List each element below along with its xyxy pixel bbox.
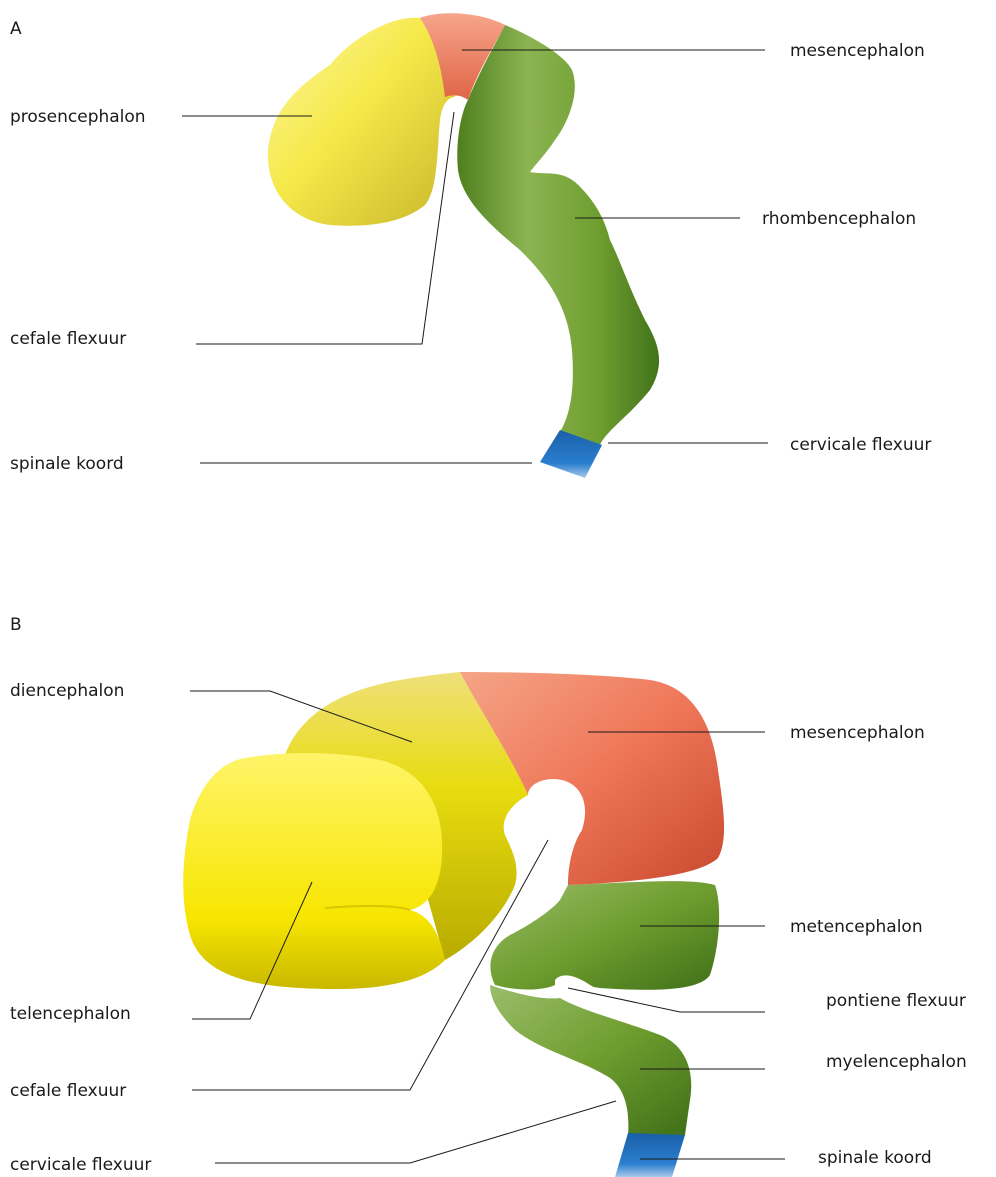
panel-b-pontiene-flexuur-label: pontiene flexuur: [826, 991, 966, 1011]
panel-b-cervicale-flexuur-label: cervicale flexuur: [10, 1155, 151, 1175]
panel-b-diencephalon-label: diencephalon: [10, 681, 124, 701]
panel-a-prosencephalon-label: prosencephalon: [10, 107, 146, 127]
panel-b-myelencephalon-label: myelencephalon: [826, 1052, 967, 1072]
panel-a-rhombencephalon-shape: [457, 25, 659, 445]
panel-a-rhombencephalon-label: rhombencephalon: [762, 209, 916, 229]
panel-b-cervicale-flexuur-leader: [215, 1101, 616, 1163]
panel-a-spinale-koord-label: spinale koord: [10, 454, 124, 474]
panel-a-mesencephalon-label: mesencephalon: [790, 41, 925, 61]
panel-a-cefale-flexuur-label: cefale flexuur: [10, 329, 126, 349]
panel-b-spinale-koord-label: spinale koord: [818, 1148, 932, 1168]
panel-b-metencephalon-label: metencephalon: [790, 917, 923, 937]
panel-b-telencephalon-label: telencephalon: [10, 1004, 131, 1024]
panel-b-spinal-cord-shape: [615, 1133, 685, 1177]
panel-b-label: B: [10, 615, 22, 635]
panel-a-prosencephalon-shape: [268, 18, 455, 226]
panel-b-cefale-flexuur-label: cefale flexuur: [10, 1081, 126, 1101]
panel-b-telencephalon-shape: [183, 753, 445, 989]
panel-a-cervicale-flexuur-label: cervicale flexuur: [790, 435, 931, 455]
panel-a-label: A: [10, 19, 22, 39]
panel-b-mesencephalon-label: mesencephalon: [790, 723, 925, 743]
panel-b-metencephalon-shape: [490, 881, 719, 990]
